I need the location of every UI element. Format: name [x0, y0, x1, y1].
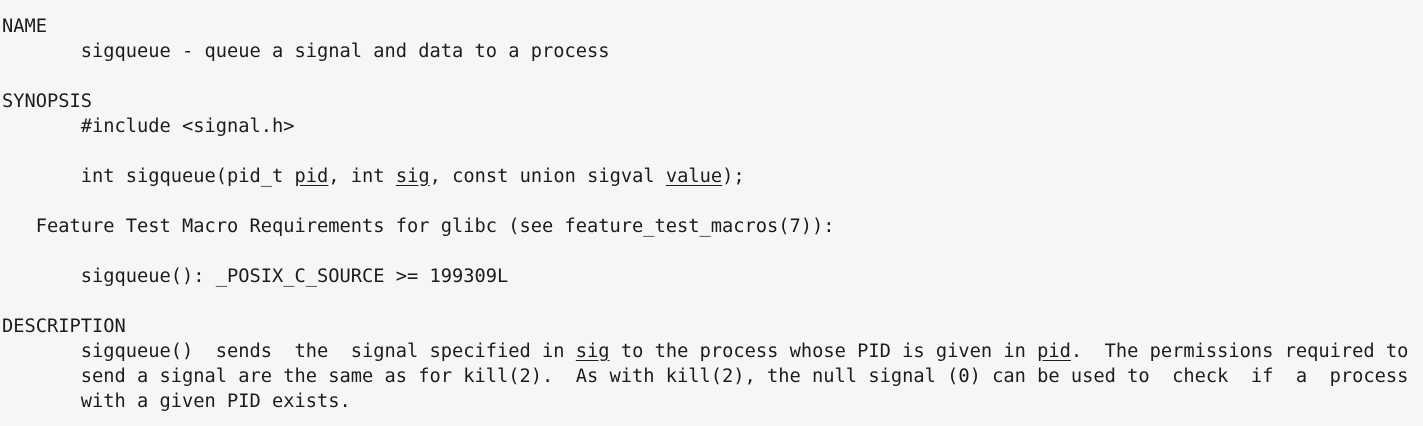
- section-heading-description: DESCRIPTION: [2, 314, 1423, 339]
- section-heading-name: NAME: [2, 14, 1423, 39]
- text-segment: DESCRIPTION: [2, 316, 126, 337]
- blank-line: [2, 139, 1423, 164]
- underlined-parameter: sig: [395, 166, 430, 187]
- underlined-parameter: pid: [294, 166, 329, 187]
- text-segment: #include <signal.h>: [2, 116, 295, 137]
- description-line-1: sigqueue() sends the signal specified in…: [2, 339, 1423, 364]
- text-segment: );: [722, 166, 745, 187]
- name-summary-line: sigqueue - queue a signal and data to a …: [2, 39, 1423, 64]
- text-segment: SYNOPSIS: [2, 91, 93, 112]
- text-segment: to the process whose PID is given in: [609, 341, 1038, 362]
- description-line-2: send a signal are the same as for kill(2…: [2, 364, 1423, 389]
- text-segment: sigqueue - queue a signal and data to a …: [2, 41, 610, 62]
- feature-test-macro-heading-line: Feature Test Macro Requirements for glib…: [2, 214, 1423, 239]
- synopsis-prototype-line: int sigqueue(pid_t pid, int sig, const u…: [2, 164, 1423, 189]
- blank-line: [2, 64, 1423, 89]
- text-segment: Feature Test Macro Requirements for glib…: [2, 216, 835, 237]
- text-segment: sigqueue(): _POSIX_C_SOURCE >= 199309L: [2, 266, 509, 287]
- man-page-content: NAME sigqueue - queue a signal and data …: [2, 14, 1423, 414]
- section-heading-synopsis: SYNOPSIS: [2, 89, 1423, 114]
- blank-line: [2, 239, 1423, 264]
- underlined-parameter: sig: [575, 341, 610, 362]
- text-segment: send a signal are the same as for kill(2…: [2, 366, 1409, 387]
- underlined-parameter: pid: [1037, 341, 1071, 362]
- text-segment: NAME: [2, 16, 48, 37]
- description-line-3: with a given PID exists.: [2, 389, 1423, 414]
- text-segment: , int: [328, 166, 396, 187]
- text-segment: with a given PID exists.: [2, 391, 351, 412]
- text-segment: int sigqueue(pid_t: [2, 166, 295, 187]
- blank-line: [2, 289, 1423, 314]
- feature-test-macro-requirement-line: sigqueue(): _POSIX_C_SOURCE >= 199309L: [2, 264, 1423, 289]
- blank-line: [2, 189, 1423, 214]
- text-segment: sigqueue() sends the signal specified in: [2, 341, 576, 362]
- underlined-parameter: value: [665, 166, 723, 187]
- text-segment: , const union sigval: [429, 166, 666, 187]
- text-segment: . The permissions required to: [1070, 341, 1409, 362]
- synopsis-include-line: #include <signal.h>: [2, 114, 1423, 139]
